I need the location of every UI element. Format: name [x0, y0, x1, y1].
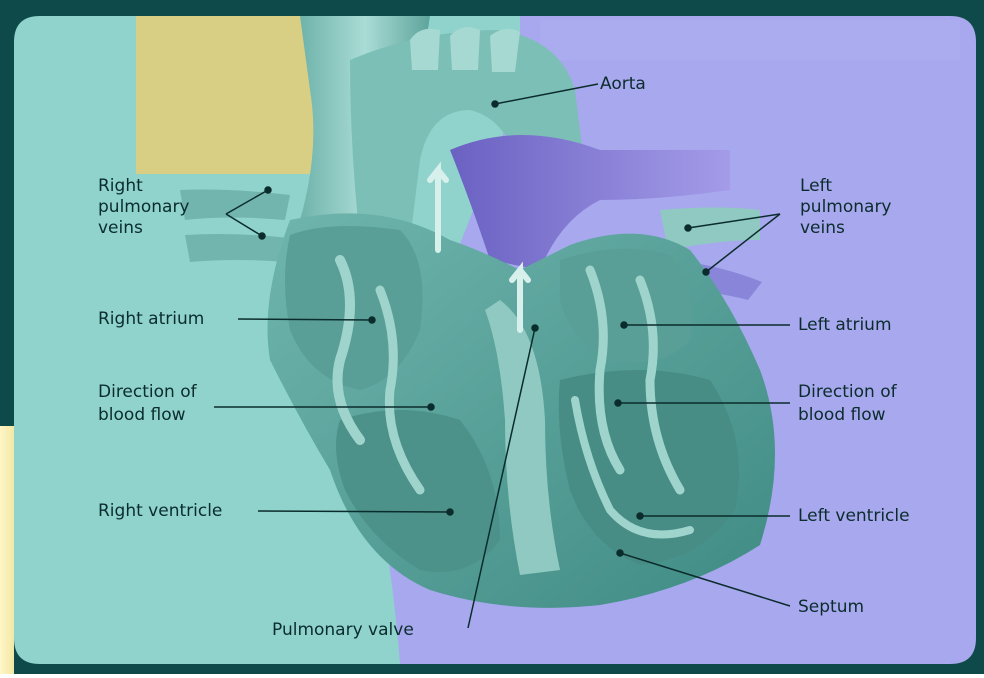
leader-pulmonary-valve-dot: [532, 325, 538, 331]
label-direction-right-2: blood flow: [798, 405, 886, 425]
aorta-top-branch-2: [450, 27, 480, 70]
label-direction-left-2: blood flow: [98, 405, 186, 425]
leader-rpv-2-dot: [259, 233, 265, 239]
label-right-atrium: Right atrium: [98, 309, 204, 329]
right-pulmonary-vein-2: [185, 234, 290, 262]
label-left-pulmonary-veins-1: Left: [800, 176, 832, 196]
leader-aorta-dot: [492, 101, 498, 107]
leader-direction-right-dot: [615, 400, 621, 406]
leader-right-ventricle-dot: [447, 509, 453, 515]
label-left-atrium: Left atrium: [798, 315, 892, 335]
label-pulmonary-valve: Pulmonary valve: [272, 620, 414, 640]
leader-left-atrium-dot: [621, 322, 627, 328]
leader-left-ventricle-dot: [637, 513, 643, 519]
leader-septum-dot: [617, 550, 623, 556]
leader-lpv-2-dot: [703, 269, 709, 275]
side-strip: [0, 426, 14, 674]
label-right-pulmonary-veins-1: Right: [98, 176, 143, 196]
label-septum: Septum: [798, 597, 864, 617]
label-left-pulmonary-veins-3: veins: [800, 218, 845, 238]
leader-right-ventricle: [258, 511, 450, 512]
label-right-pulmonary-veins-2: pulmonary: [98, 197, 190, 217]
leader-direction-left-dot: [428, 404, 434, 410]
leader-right-atrium-dot: [369, 317, 375, 323]
label-left-ventricle: Left ventricle: [798, 506, 910, 526]
label-right-pulmonary-veins-3: veins: [98, 218, 143, 238]
right-pulmonary-vein-1: [180, 190, 290, 220]
right-panel-shade: [540, 20, 960, 60]
label-right-ventricle: Right ventricle: [98, 501, 222, 521]
label-left-pulmonary-veins-2: pulmonary: [800, 197, 892, 217]
leader-rpv-1-dot: [265, 187, 271, 193]
aorta-top-branch-1: [410, 29, 440, 70]
aorta-top-branch-3: [490, 29, 520, 72]
label-aorta: Aorta: [600, 74, 646, 94]
label-direction-right-1: Direction of: [798, 382, 897, 402]
leader-lpv-1-dot: [685, 225, 691, 231]
leader-right-atrium: [238, 319, 372, 320]
label-direction-left-1: Direction of: [98, 382, 197, 402]
